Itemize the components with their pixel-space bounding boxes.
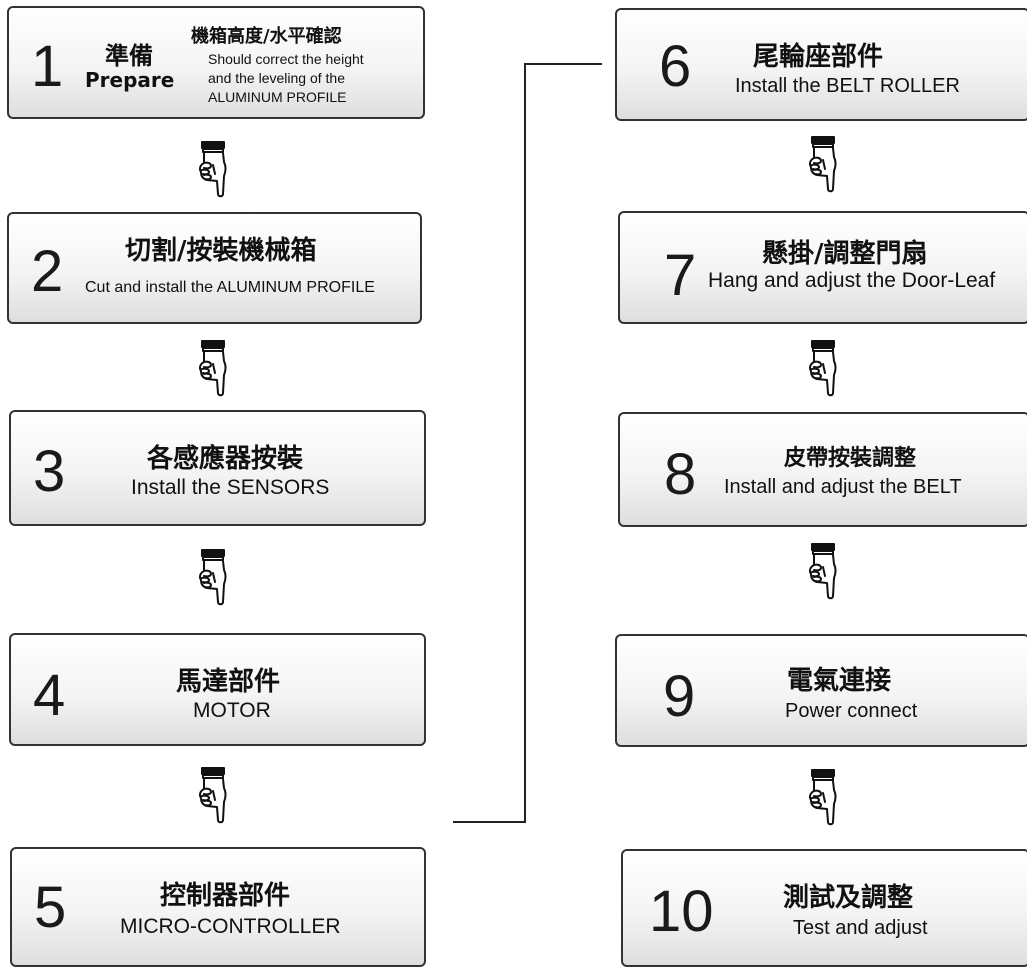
step-title-en: Power connect xyxy=(785,700,918,722)
pointing-hand-down-icon xyxy=(809,136,837,193)
step-number: 10 xyxy=(649,879,714,944)
step-title-zh: 電氣連接 xyxy=(787,666,892,696)
step-number: 3 xyxy=(33,439,66,504)
pointing-hand-down-icon xyxy=(199,767,227,824)
pointing-hand-down-icon xyxy=(809,543,837,600)
step-number: 4 xyxy=(33,663,66,728)
pointing-hand-down-icon xyxy=(809,769,837,826)
step-title-zh: 皮帶按裝調整 xyxy=(784,446,917,471)
step-number: 6 xyxy=(659,34,692,99)
step-desc-line: and the leveling of the xyxy=(208,70,345,86)
step-number: 5 xyxy=(34,875,67,940)
step-title-en: Install the BELT ROLLER xyxy=(735,75,960,97)
step-title-en: Install and adjust the BELT xyxy=(724,476,962,498)
step-desc-line: ALUMINUM PROFILE xyxy=(208,89,347,105)
pointing-hand-down-icon xyxy=(199,141,227,198)
pointing-hand-down-icon xyxy=(199,340,227,397)
pointing-hand-down-icon xyxy=(199,549,227,606)
step-title-zh: 懸掛/調整門扇 xyxy=(762,239,928,269)
step-title-zh: 馬達部件 xyxy=(176,667,281,697)
step-title-en: Test and adjust xyxy=(793,917,928,939)
step-number: 2 xyxy=(31,239,64,304)
step-title-zh: 控制器部件 xyxy=(160,881,291,911)
pointing-hand-down-icon xyxy=(809,340,837,397)
step-title-zh: 尾輪座部件 xyxy=(753,42,884,72)
step-title-en: Prepare xyxy=(85,68,175,92)
step-6-box: 6 尾輪座部件 Install the BELT ROLLER xyxy=(615,8,1027,121)
step-subtitle-zh: 機箱高度/水平確認 xyxy=(191,26,342,47)
step-title-en: Cut and install the ALUMINUM PROFILE xyxy=(85,279,375,296)
step-title-zh: 測試及調整 xyxy=(783,883,914,913)
step-9-box: 9 電氣連接 Power connect xyxy=(615,634,1027,747)
step-1-box: 1 準備 Prepare 機箱高度/水平確認 Should correct th… xyxy=(7,6,425,119)
step-4-box: 4 馬達部件 MOTOR xyxy=(9,633,426,746)
step-8-box: 8 皮帶按裝調整 Install and adjust the BELT xyxy=(618,412,1027,527)
step-number: 7 xyxy=(664,243,697,308)
step-10-box: 10 測試及調整 Test and adjust xyxy=(621,849,1027,967)
step-title-zh: 準備 xyxy=(105,42,153,70)
step-7-box: 7 懸掛/調整門扇 Hang and adjust the Door-Leaf xyxy=(618,211,1027,324)
step-title-en: Install the SENSORS xyxy=(131,476,330,499)
step-number: 1 xyxy=(31,34,64,99)
step-title-zh: 各感應器按裝 xyxy=(147,444,304,474)
step-number: 9 xyxy=(663,664,696,729)
step-5-box: 5 控制器部件 MICRO-CONTROLLER xyxy=(10,847,426,967)
step-desc-line: Should correct the height xyxy=(208,51,364,67)
step-number: 8 xyxy=(664,442,697,507)
step-title-zh: 切割/按裝機械箱 xyxy=(125,236,317,266)
step-3-box: 3 各感應器按裝 Install the SENSORS xyxy=(9,410,426,526)
step-title-en: MICRO-CONTROLLER xyxy=(120,915,341,938)
step-title-en: MOTOR xyxy=(193,699,271,722)
step-title-en: Hang and adjust the Door-Leaf xyxy=(708,269,996,292)
step-2-box: 2 切割/按裝機械箱 Cut and install the ALUMINUM … xyxy=(7,212,422,324)
